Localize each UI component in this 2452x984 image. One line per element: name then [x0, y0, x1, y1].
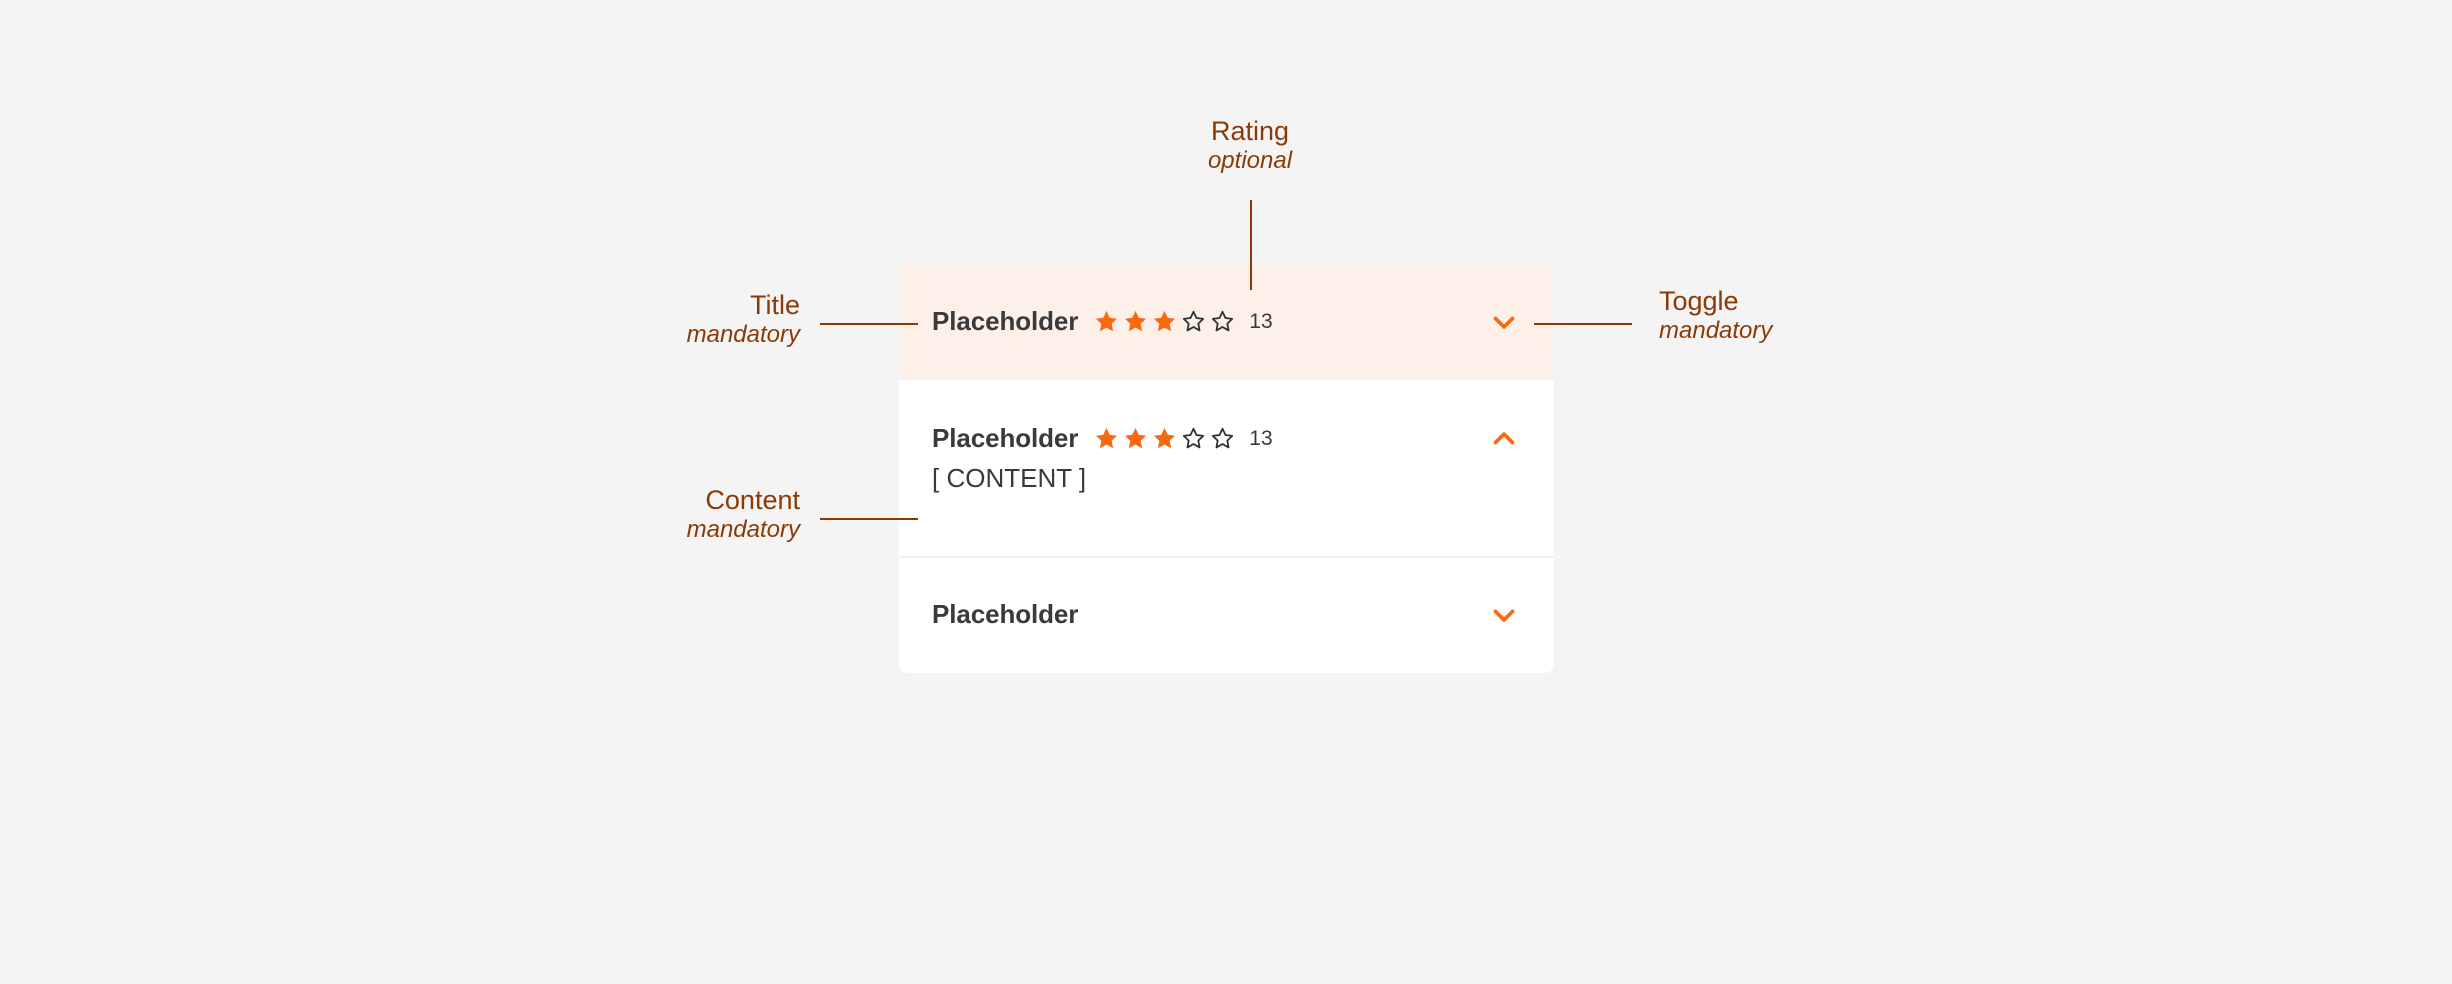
- chevron-down-icon[interactable]: [1485, 596, 1523, 634]
- star-filled-icon: [1154, 427, 1176, 449]
- annotation-rating-connector: [1250, 200, 1252, 290]
- annotation-title: Title mandatory: [560, 290, 800, 349]
- star-outline-icon: [1212, 310, 1234, 332]
- accordion-header[interactable]: Placeholder 13: [899, 380, 1554, 497]
- accordion-panel: [ CONTENT ]: [899, 463, 1554, 556]
- annotation-toggle: Toggle mandatory: [1659, 286, 1959, 345]
- annotation-content: Content mandatory: [560, 485, 800, 544]
- accordion-title: Placeholder: [932, 306, 1079, 336]
- star-outline-icon: [1183, 310, 1205, 332]
- annotation-toggle-label: Toggle: [1659, 286, 1739, 316]
- star-filled-icon: [1125, 310, 1147, 332]
- accordion-header[interactable]: Placeholder 13: [899, 263, 1554, 380]
- annotation-content-connector: [820, 518, 918, 520]
- star-filled-icon: [1125, 427, 1147, 449]
- accordion-title: Placeholder: [932, 599, 1079, 629]
- accordion-section: Placeholder 13: [899, 263, 1554, 380]
- annotation-toggle-connector: [1534, 323, 1632, 325]
- star-filled-icon: [1154, 310, 1176, 332]
- annotation-rating: Rating optional: [1100, 116, 1400, 175]
- accordion-title: Placeholder: [932, 423, 1079, 453]
- accordion-header[interactable]: Placeholder: [899, 556, 1554, 673]
- annotation-title-label: Title: [749, 290, 800, 320]
- star-outline-icon: [1212, 427, 1234, 449]
- accordion-section: Placeholder 13 [ CONTENT ]: [899, 380, 1554, 556]
- star-filled-icon: [1096, 427, 1118, 449]
- star-outline-icon: [1183, 427, 1205, 449]
- annotation-rating-requirement: optional: [1207, 146, 1293, 174]
- accordion-section: Placeholder: [899, 556, 1554, 673]
- annotation-rating-label: Rating: [1210, 116, 1290, 146]
- rating[interactable]: 13: [1094, 309, 1273, 334]
- rating-count: 13: [1249, 426, 1273, 450]
- accordion: Placeholder 13 Placeholder: [899, 263, 1554, 673]
- chevron-down-icon[interactable]: [1485, 303, 1523, 341]
- annotation-content-label: Content: [705, 485, 800, 515]
- annotation-toggle-requirement: mandatory: [1659, 316, 1773, 344]
- accordion-content: [ CONTENT ]: [932, 463, 1087, 493]
- annotation-title-connector: [820, 323, 918, 325]
- annotation-title-requirement: mandatory: [686, 320, 800, 348]
- annotation-content-requirement: mandatory: [686, 515, 800, 543]
- chevron-up-icon[interactable]: [1485, 420, 1523, 458]
- star-filled-icon: [1096, 310, 1118, 332]
- rating[interactable]: 13: [1094, 426, 1273, 451]
- rating-count: 13: [1249, 309, 1273, 333]
